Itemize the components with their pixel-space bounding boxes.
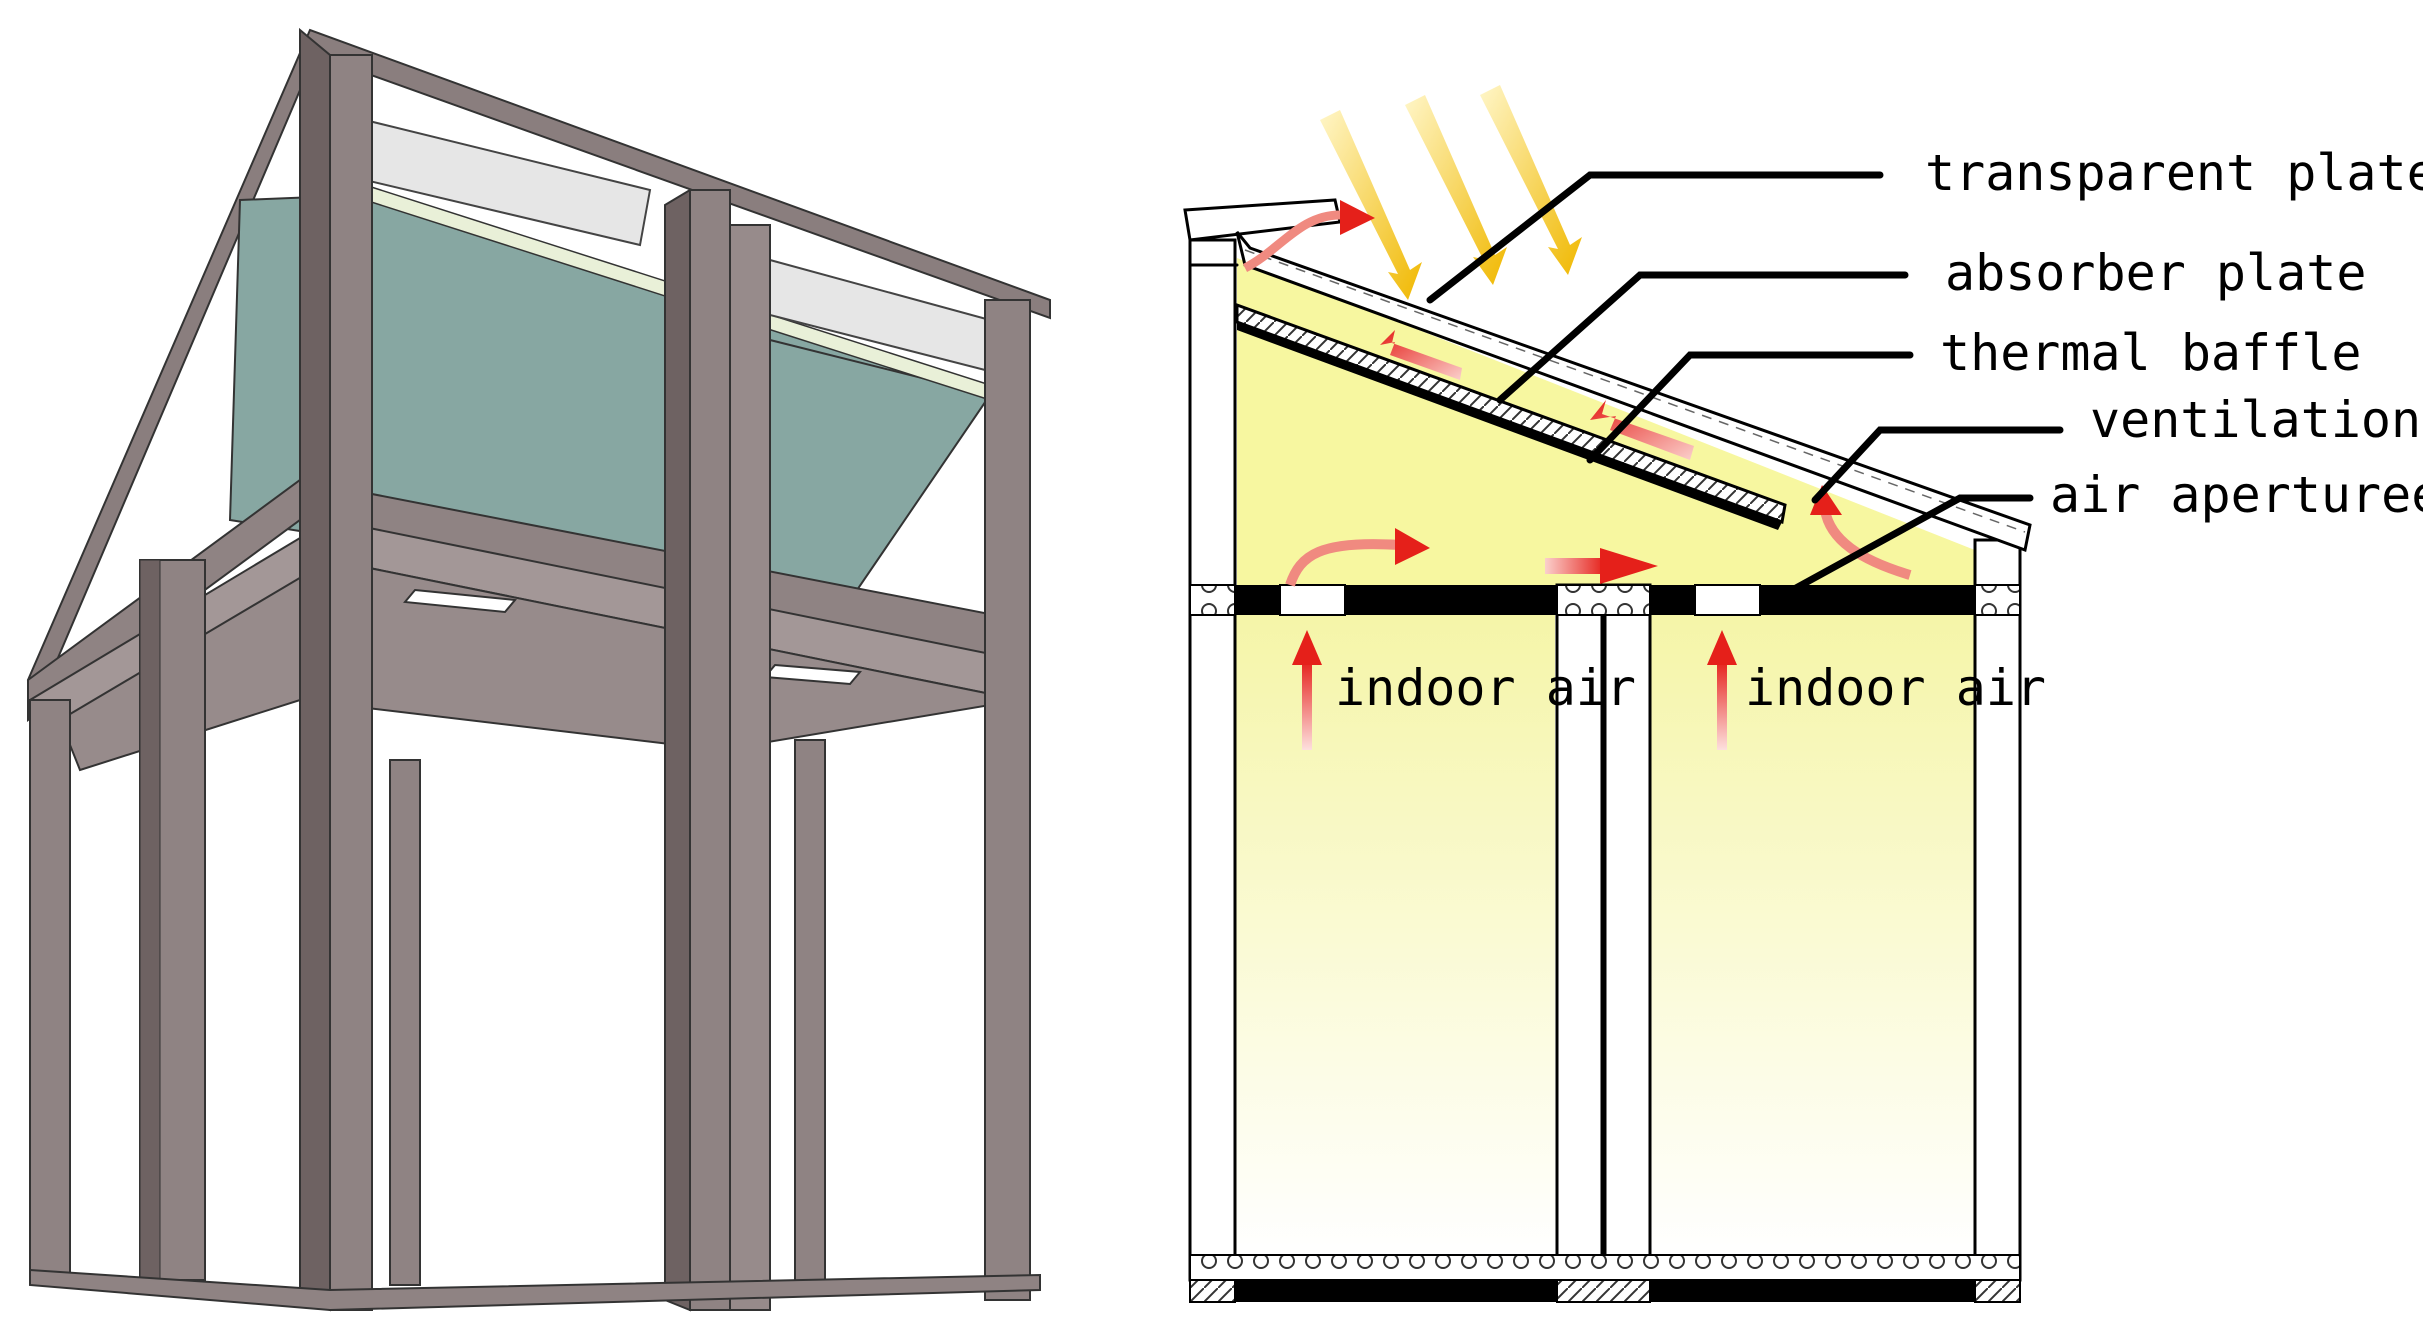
upper-floor-slab [1189,584,2021,616]
middle-wall-right [1603,583,1652,1282]
indoor-air-arrow-right-head [1707,630,1737,665]
column-left-2-shade [139,559,161,1281]
column-middle-side [664,188,691,1312]
leader-thermal-baffle [1586,351,1914,464]
column-middle-b [729,224,771,1311]
column-right [984,299,1031,1301]
thermal-baffle [1237,322,1782,530]
airflow-curve-right [1820,508,1912,580]
column-far-left [29,699,71,1281]
column-middle-a [689,189,731,1311]
room-left-interior [1235,615,1555,1255]
airflow-horizontal-head [1600,548,1658,584]
leader-transparent-plate [1426,171,1884,304]
airflow-horizontal [1545,558,1605,574]
label-indoor-air-left: indoor air [1335,659,1636,717]
airflow-exit-head [1340,200,1375,235]
airflow-exit-arrow [1242,210,1341,273]
sun-ray-2 [1405,95,1507,285]
ground-floor-slab [1189,1254,2021,1303]
ground-beam [29,1268,1041,1312]
building-3d-model [26,27,1051,1312]
airflow-slope-arrow-2 [1590,400,1694,460]
label-transparent-plate: transparent plate [1925,144,2423,202]
label-air-aperture: air aperturee [2050,466,2423,524]
section-diagram: transparent plate absorber plate thermal… [1183,85,2423,1303]
slab-opening-1 [403,588,517,614]
indoor-air-arrow-left-head [1292,630,1322,665]
label-thermal-baffle: thermal baffle [1940,324,2361,382]
outer-wall-right [1973,538,2022,1282]
outer-wall-left [1188,238,1237,1282]
label-absorber-plate: absorber plate [1945,244,2366,302]
airflow-arrows [1242,200,1912,750]
indoor-air-arrow-right-shaft [1717,660,1727,750]
column-front-left [329,54,373,1311]
sun-rays [1320,85,1582,300]
room-right-interior [1650,615,1975,1255]
leader-absorber-plate [1496,271,1909,404]
column-inner-back [389,759,421,1286]
airflow-curve-left-head [1395,528,1430,565]
column-front-left-side [299,27,331,1312]
leader-air-aperture [1761,494,2034,609]
label-ventilation: ventilation [2090,391,2421,449]
sun-ray-3 [1480,85,1582,275]
column-right-back [794,739,826,1286]
airflow-slope-arrow-1 [1380,330,1462,380]
airflow-curve-right-head [1810,485,1842,515]
transparent-plate [1235,231,2032,553]
indoor-air-arrow-left-shaft [1302,660,1312,750]
leader-ventilation [1811,426,2064,504]
airflow-curve-left [1285,539,1401,587]
transparent-plate-hatch [1244,249,2026,533]
sun-ray-1 [1320,110,1422,300]
label-indoor-air-right: indoor air [1745,659,2046,717]
